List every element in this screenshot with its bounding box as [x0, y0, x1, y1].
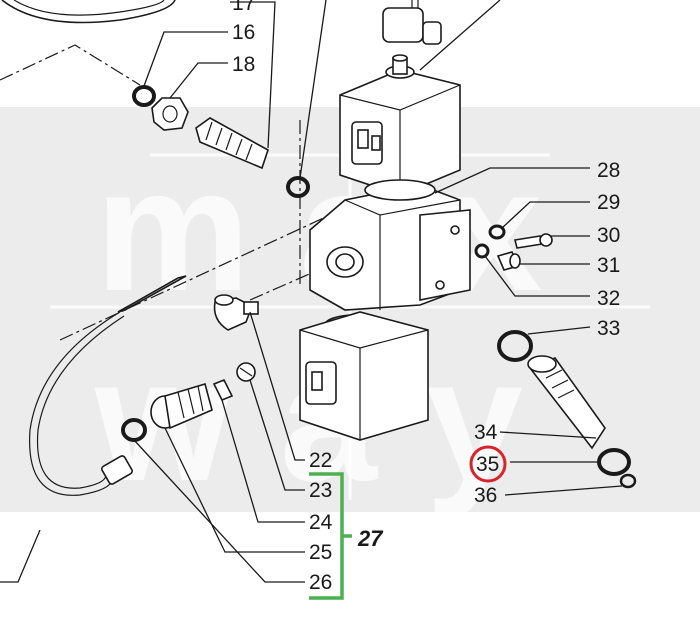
hex-nut-18	[151, 97, 189, 131]
label-part-33: 33	[597, 317, 620, 340]
label-part-16: 16	[232, 21, 255, 44]
o-ring-16	[132, 85, 156, 107]
label-part-26: 26	[309, 571, 332, 594]
screw-30	[514, 233, 553, 249]
temperature-probe-cable	[28, 275, 187, 496]
label-part-18: 18	[232, 53, 255, 76]
plug-31	[496, 251, 521, 271]
label-part-36: 36	[474, 484, 497, 507]
leader-lines	[0, 0, 623, 583]
fitting-34	[527, 355, 606, 450]
part-number-labels: 17 16 18 28 29 30 31 32 33 34 35 36 22 2…	[232, 0, 620, 594]
highlight-ring-35	[469, 445, 507, 483]
label-part-35: 35	[476, 453, 499, 476]
upper-solenoid-coil	[339, 54, 461, 196]
elbow-fitting-22	[213, 294, 259, 331]
label-part-17: 17	[232, 0, 255, 15]
valve-body	[309, 179, 471, 311]
label-part-30: 30	[597, 224, 620, 247]
elbow-fitting-top	[382, 0, 442, 45]
lower-solenoid-coil	[299, 311, 429, 441]
o-ring-36	[619, 473, 637, 489]
label-part-32: 32	[597, 287, 620, 310]
o-ring-32	[474, 243, 490, 259]
o-ring-33	[497, 330, 533, 362]
o-ring-35	[597, 448, 631, 476]
label-part-34: 34	[474, 421, 498, 444]
group-bracket-27	[309, 472, 352, 600]
o-ring-upper	[286, 176, 310, 198]
label-group-27: 27	[357, 526, 384, 551]
label-part-23: 23	[309, 479, 332, 502]
cylinder-24	[212, 378, 234, 402]
threaded-fitting-17	[195, 117, 269, 170]
label-part-22: 22	[309, 449, 332, 472]
washer-29	[488, 224, 506, 240]
label-part-25: 25	[309, 541, 332, 564]
label-part-24: 24	[309, 511, 333, 534]
label-part-28: 28	[597, 159, 620, 182]
label-part-29: 29	[597, 191, 620, 214]
label-part-31: 31	[597, 254, 620, 277]
